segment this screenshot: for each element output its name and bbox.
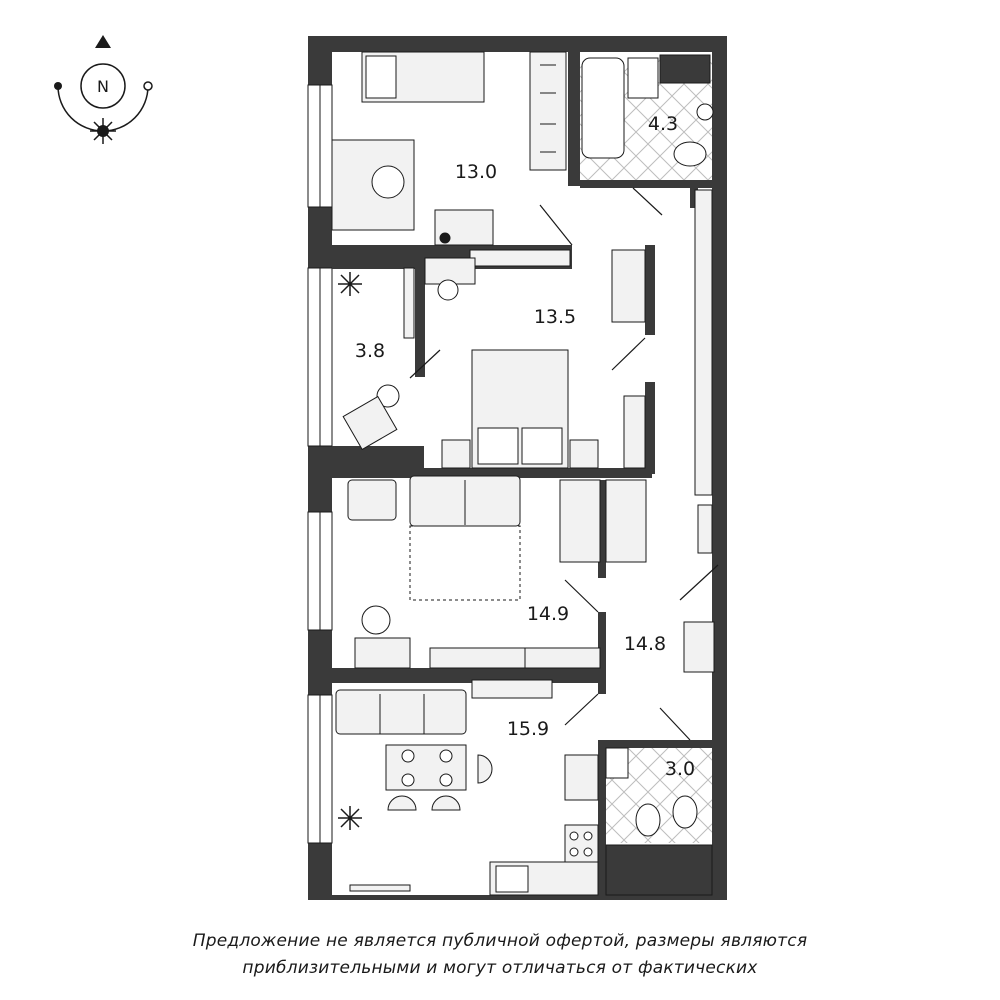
desk-living xyxy=(354,637,411,669)
shower-tray xyxy=(605,844,713,896)
toilet-top xyxy=(673,141,707,167)
disclaimer: Предложение не является публичной оферто… xyxy=(0,928,1000,982)
stove xyxy=(564,824,599,866)
door-bathroom-top xyxy=(632,187,663,216)
sunrise-dot xyxy=(54,82,62,90)
master-bedroom-furniture xyxy=(424,249,646,469)
dining-table xyxy=(385,744,467,791)
wardrobe-living-right xyxy=(605,479,647,563)
washing-machine xyxy=(659,54,711,84)
vanity-stool xyxy=(437,279,459,301)
nightstand-left xyxy=(441,439,471,469)
dresser xyxy=(623,395,646,469)
dining-chair-bottom-left xyxy=(387,795,417,811)
room-labels: 13.0 4.3 13.5 3.8 14.9 14.8 15.9 3.0 xyxy=(355,113,695,780)
bedroom-top-furniture xyxy=(331,51,567,246)
plant-icon xyxy=(338,272,362,296)
area-label-living-room: 14.9 xyxy=(527,603,569,625)
plant-kitchen-icon xyxy=(338,806,362,830)
door-master xyxy=(611,337,646,371)
area-label-hallway: 14.8 xyxy=(624,633,666,655)
balcony-furniture xyxy=(338,267,415,451)
sunset-dot xyxy=(143,81,153,91)
interior-walls xyxy=(332,52,712,895)
doors xyxy=(409,187,719,741)
area-label-bedroom-master: 13.5 xyxy=(534,306,576,328)
balcony-shelf xyxy=(403,267,415,339)
living-room-furniture xyxy=(347,475,647,669)
bathroom-top-fixtures xyxy=(581,54,714,167)
bathroom-bottom-fixtures xyxy=(605,747,713,896)
dining-chair-bottom-right xyxy=(431,795,461,811)
area-label-bathroom-bottom: 3.0 xyxy=(665,758,695,780)
door-bedroom-top xyxy=(539,204,573,246)
area-label-kitchen: 15.9 xyxy=(507,718,549,740)
desk-chair-living xyxy=(361,605,391,635)
kitchen-furniture xyxy=(335,679,599,896)
entrance-door xyxy=(679,564,719,601)
radiator xyxy=(349,884,411,892)
kitchen-upper-cabinet xyxy=(471,679,553,699)
door-living xyxy=(564,579,599,613)
side-table xyxy=(376,384,400,408)
area-label-bedroom-top: 13.0 xyxy=(455,161,497,183)
area-label-bathroom-top: 4.3 xyxy=(648,113,678,135)
compass-north-letter: N xyxy=(97,77,109,96)
dining-chair-right xyxy=(477,754,493,784)
sideboard xyxy=(524,647,601,669)
pillow-left xyxy=(477,427,519,465)
area-label-balcony: 3.8 xyxy=(355,340,385,362)
bath-cabinet xyxy=(605,747,629,779)
kitchen-sink xyxy=(495,865,529,893)
sun-icon xyxy=(90,118,116,144)
desk-chair xyxy=(371,165,405,199)
mirror-stand xyxy=(697,504,713,554)
wardrobe-hangers-top xyxy=(540,64,556,153)
door-bathroom-bottom xyxy=(659,707,691,741)
hallway-cabinet xyxy=(683,621,715,673)
bathtub xyxy=(581,57,625,159)
washbasin xyxy=(627,57,659,99)
nightstand-right xyxy=(569,439,599,469)
fridge xyxy=(564,754,599,801)
disclaimer-line-1: Предложение не является публичной оферто… xyxy=(192,931,808,951)
door-balcony xyxy=(409,349,441,379)
compass: N xyxy=(54,35,153,144)
ball-icon xyxy=(439,232,451,244)
armchair-living xyxy=(347,479,397,521)
north-arrow-icon xyxy=(95,35,111,48)
hallway-furniture xyxy=(683,189,715,673)
towel-dryer-icon xyxy=(696,103,714,121)
wardrobe-master xyxy=(611,249,646,323)
bidet xyxy=(635,803,661,837)
tv-stand xyxy=(429,647,526,669)
pillow-right xyxy=(521,427,563,465)
compass-circle xyxy=(80,63,126,109)
floor-plan-diagram: N xyxy=(54,35,727,900)
door-kitchen xyxy=(564,693,599,726)
shelf-bedroom xyxy=(469,249,571,267)
wardrobe-living-left xyxy=(559,479,601,563)
wardrobe-top xyxy=(529,51,567,171)
sofa-kitchen xyxy=(335,689,467,735)
disclaimer-line-2: приблизительными и могут отличаться от ф… xyxy=(242,958,758,978)
armchair-balcony xyxy=(342,395,398,451)
hallway-wardrobe xyxy=(694,189,713,496)
rug xyxy=(409,525,521,601)
toilet-bottom xyxy=(672,795,698,829)
